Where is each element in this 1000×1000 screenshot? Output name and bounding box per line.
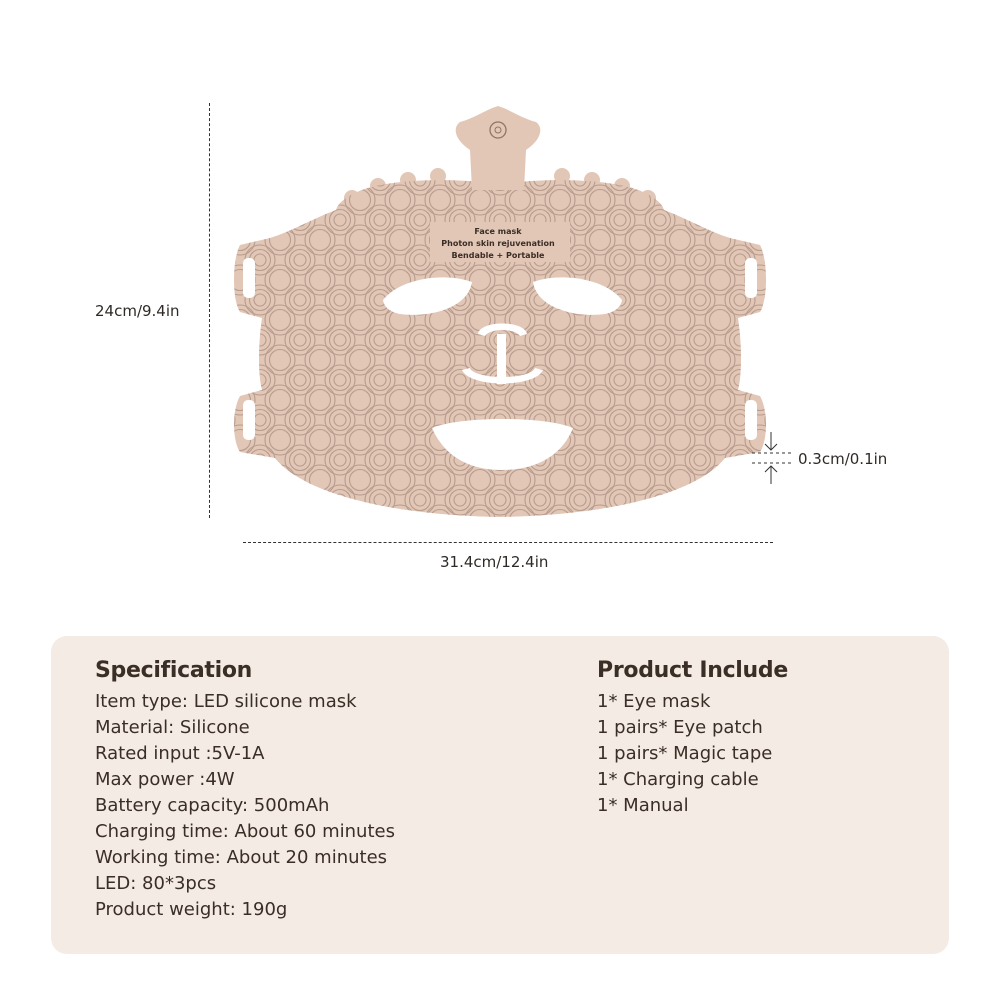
spec-item: Material: Silicone — [95, 717, 250, 738]
mask-text-line3: Bendable + Portable — [452, 251, 546, 260]
thickness-label: 0.3cm/0.1in — [798, 450, 888, 468]
spec-item: Rated input :5V-1A — [95, 743, 265, 764]
power-button-icon — [489, 121, 507, 139]
height-label: 24cm/9.4in — [95, 302, 180, 320]
spec-item: Battery capacity: 500mAh — [95, 795, 330, 816]
product-include-section: Product Include 1* Eye mask 1 pairs* Eye… — [597, 658, 788, 819]
spec-item: Working time: About 20 minutes — [95, 847, 388, 868]
width-label: 31.4cm/12.4in — [440, 553, 549, 571]
specification-list: Item type: LED silicone mask Material: S… — [95, 689, 395, 923]
spec-item: Item type: LED silicone mask — [95, 691, 357, 712]
mask-text-line1: Face mask — [474, 227, 522, 236]
spec-item: Max power :4W — [95, 769, 235, 790]
spec-item: Charging time: About 60 minutes — [95, 821, 395, 842]
product-include-title: Product Include — [597, 658, 788, 683]
thickness-indicator — [752, 432, 792, 484]
mask-text-line2: Photon skin rejuvenation — [441, 239, 555, 248]
spec-panel: Specification Item type: LED silicone ma… — [51, 636, 949, 954]
control-tab — [455, 106, 541, 190]
spec-item: Product weight: 190g — [95, 899, 288, 920]
height-dimension-line — [209, 103, 210, 518]
include-item: 1* Manual — [597, 795, 689, 816]
specification-section: Specification Item type: LED silicone ma… — [95, 658, 395, 923]
width-dimension-line — [243, 542, 773, 543]
include-item: 1 pairs* Magic tape — [597, 743, 773, 764]
include-item: 1 pairs* Eye patch — [597, 717, 763, 738]
include-item: 1* Eye mask — [597, 691, 711, 712]
face-mask-image: Face mask Photon skin rejuvenation Benda… — [234, 106, 792, 517]
product-include-list: 1* Eye mask 1 pairs* Eye patch 1 pairs* … — [597, 689, 788, 819]
include-item: 1* Charging cable — [597, 769, 759, 790]
specification-title: Specification — [95, 658, 253, 683]
spec-item: LED: 80*3pcs — [95, 873, 217, 894]
